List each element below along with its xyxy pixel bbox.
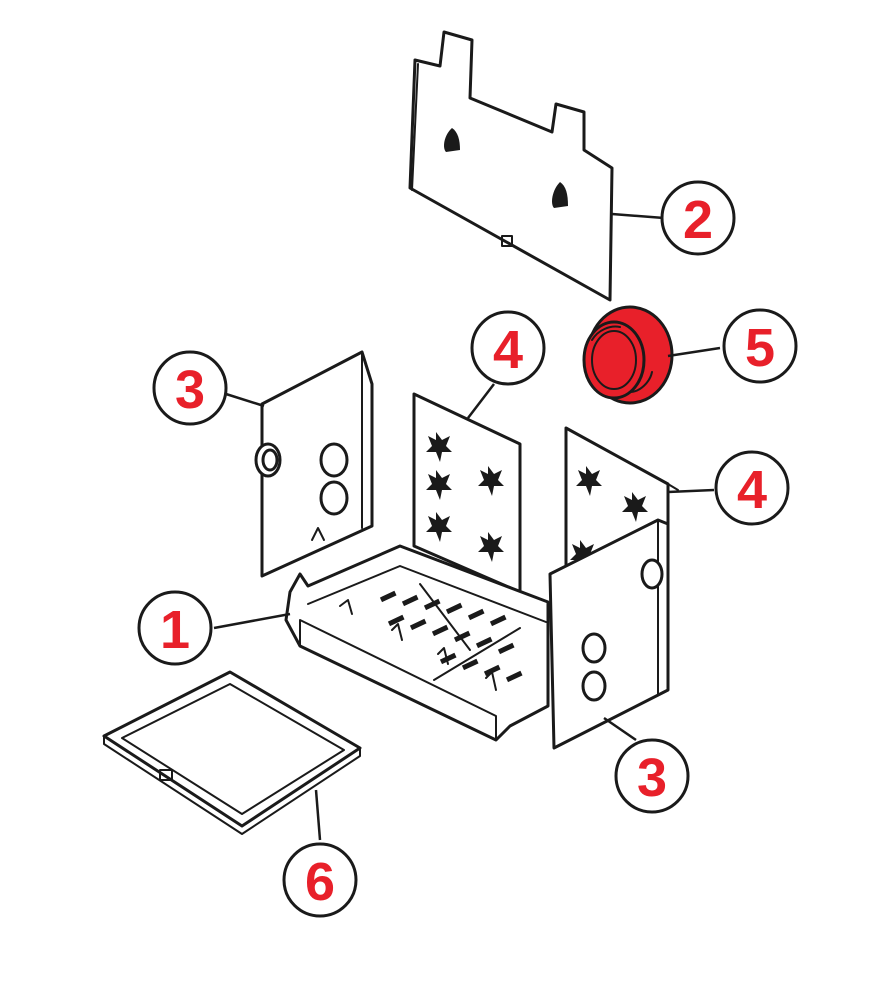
leader-line-4b — [667, 488, 715, 494]
callout-3b: 3 — [614, 738, 690, 814]
callout-3b-label: 3 — [637, 748, 667, 808]
callout-4a: 4 — [470, 310, 546, 386]
callout-5: 5 — [722, 308, 798, 384]
callout-4a-label: 4 — [493, 320, 523, 380]
leader-line-3a — [225, 392, 265, 408]
callout-4b: 4 — [714, 450, 790, 526]
leader-line-2 — [611, 212, 665, 220]
part-5-ring — [582, 305, 674, 405]
part-3-left-side-panel — [254, 350, 374, 578]
leader-line-5 — [667, 346, 721, 358]
leader-line-1 — [213, 612, 291, 630]
part-6-ash-tray — [102, 670, 362, 835]
callout-2-label: 2 — [683, 190, 713, 250]
callout-5-label: 5 — [745, 318, 775, 378]
part-3-right-side-panel — [548, 518, 670, 750]
callout-6: 6 — [282, 842, 358, 918]
callout-1: 1 — [137, 590, 213, 666]
callout-1-label: 1 — [160, 600, 190, 660]
callout-3a: 3 — [152, 350, 228, 426]
callout-4b-label: 4 — [737, 460, 767, 520]
part-1-grate — [284, 544, 550, 742]
part-2-back-plate — [408, 30, 614, 302]
callout-2: 2 — [660, 180, 736, 256]
leader-line-6 — [314, 789, 322, 841]
leader-line-3b — [603, 716, 637, 742]
callout-3a-label: 3 — [175, 360, 205, 420]
leader-line-4a — [467, 383, 495, 419]
callout-6-label: 6 — [305, 852, 335, 912]
